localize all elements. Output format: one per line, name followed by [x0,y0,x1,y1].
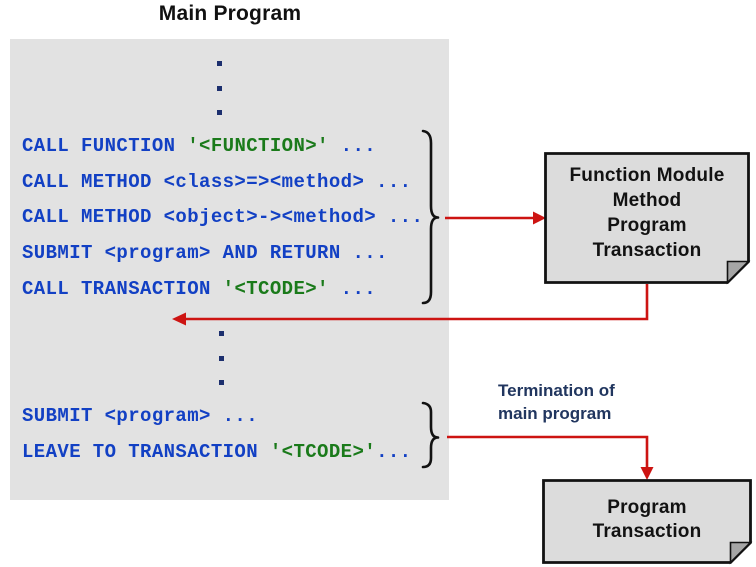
code-segment: CALL METHOD <class>=><method> ... [22,171,412,193]
code-segment: '<TCODE>' [269,441,377,463]
call-statements-brace [421,129,440,305]
main-program-panel [10,39,449,500]
code-segment: SUBMIT <program> AND RETURN ... [22,242,388,264]
call-targets-box-fold-icon [726,260,751,285]
box-label-line: Program [607,215,687,236]
code-segment: LEAVE TO TRANSACTION [22,441,270,463]
return-arrow-head-icon [172,312,186,326]
box-label-line: Program [607,497,687,518]
termination-annotation: Termination of main program [498,379,698,425]
code-line-call-function: CALL FUNCTION '<FUNCTION>' ... [22,133,376,159]
page-title: Main Program [158,2,302,25]
code-segment: SUBMIT <program> ... [22,405,259,427]
box-label-line: Transaction [592,240,702,261]
code-segment: CALL TRANSACTION [22,278,223,300]
code-line-submit-and-return: SUBMIT <program> AND RETURN ... [22,240,388,266]
code-segment: ... [328,135,377,157]
annotation-line: main program [498,404,612,423]
vertical-ellipsis-dot [217,110,222,115]
vertical-ellipsis-dot [217,61,222,66]
return-arrow-line [186,284,649,321]
vertical-ellipsis-dot [217,86,222,91]
code-segment: '<FUNCTION>' [187,135,329,157]
box-label-line: Function Module [569,165,725,186]
vertical-ellipsis-dot [219,380,224,385]
code-line-submit: SUBMIT <program> ... [22,403,258,429]
vertical-ellipsis-dot [219,331,224,336]
code-line-leave-to-transaction: LEAVE TO TRANSACTION '<TCODE>'... [22,439,411,465]
leave-arrow-line [447,435,649,467]
leave-targets-box-label: Program Transaction [544,496,750,544]
call-arrow-head-icon [533,211,546,225]
code-line-call-method-object: CALL METHOD <object>-><method> ... [22,204,423,230]
vertical-ellipsis-dot [219,356,224,361]
call-targets-box-label: Function Module Method Program Transacti… [546,163,748,263]
leave-statements-brace [421,401,440,469]
box-label-line: Transaction [592,521,702,542]
code-segment: CALL METHOD <object>-><method> ... [22,206,424,228]
leave-arrow-head-icon [640,467,654,480]
box-label-line: Method [612,190,682,211]
code-segment: CALL FUNCTION [22,135,188,157]
code-line-call-transaction: CALL TRANSACTION '<TCODE>' ... [22,276,376,302]
annotation-line: Termination of [498,381,615,400]
code-segment: ... [328,278,377,300]
leave-targets-box-fold-icon [729,541,753,565]
code-segment: '<TCODE>' [222,278,329,300]
code-line-call-method-class: CALL METHOD <class>=><method> ... [22,169,411,195]
code-segment: ... [376,441,412,463]
